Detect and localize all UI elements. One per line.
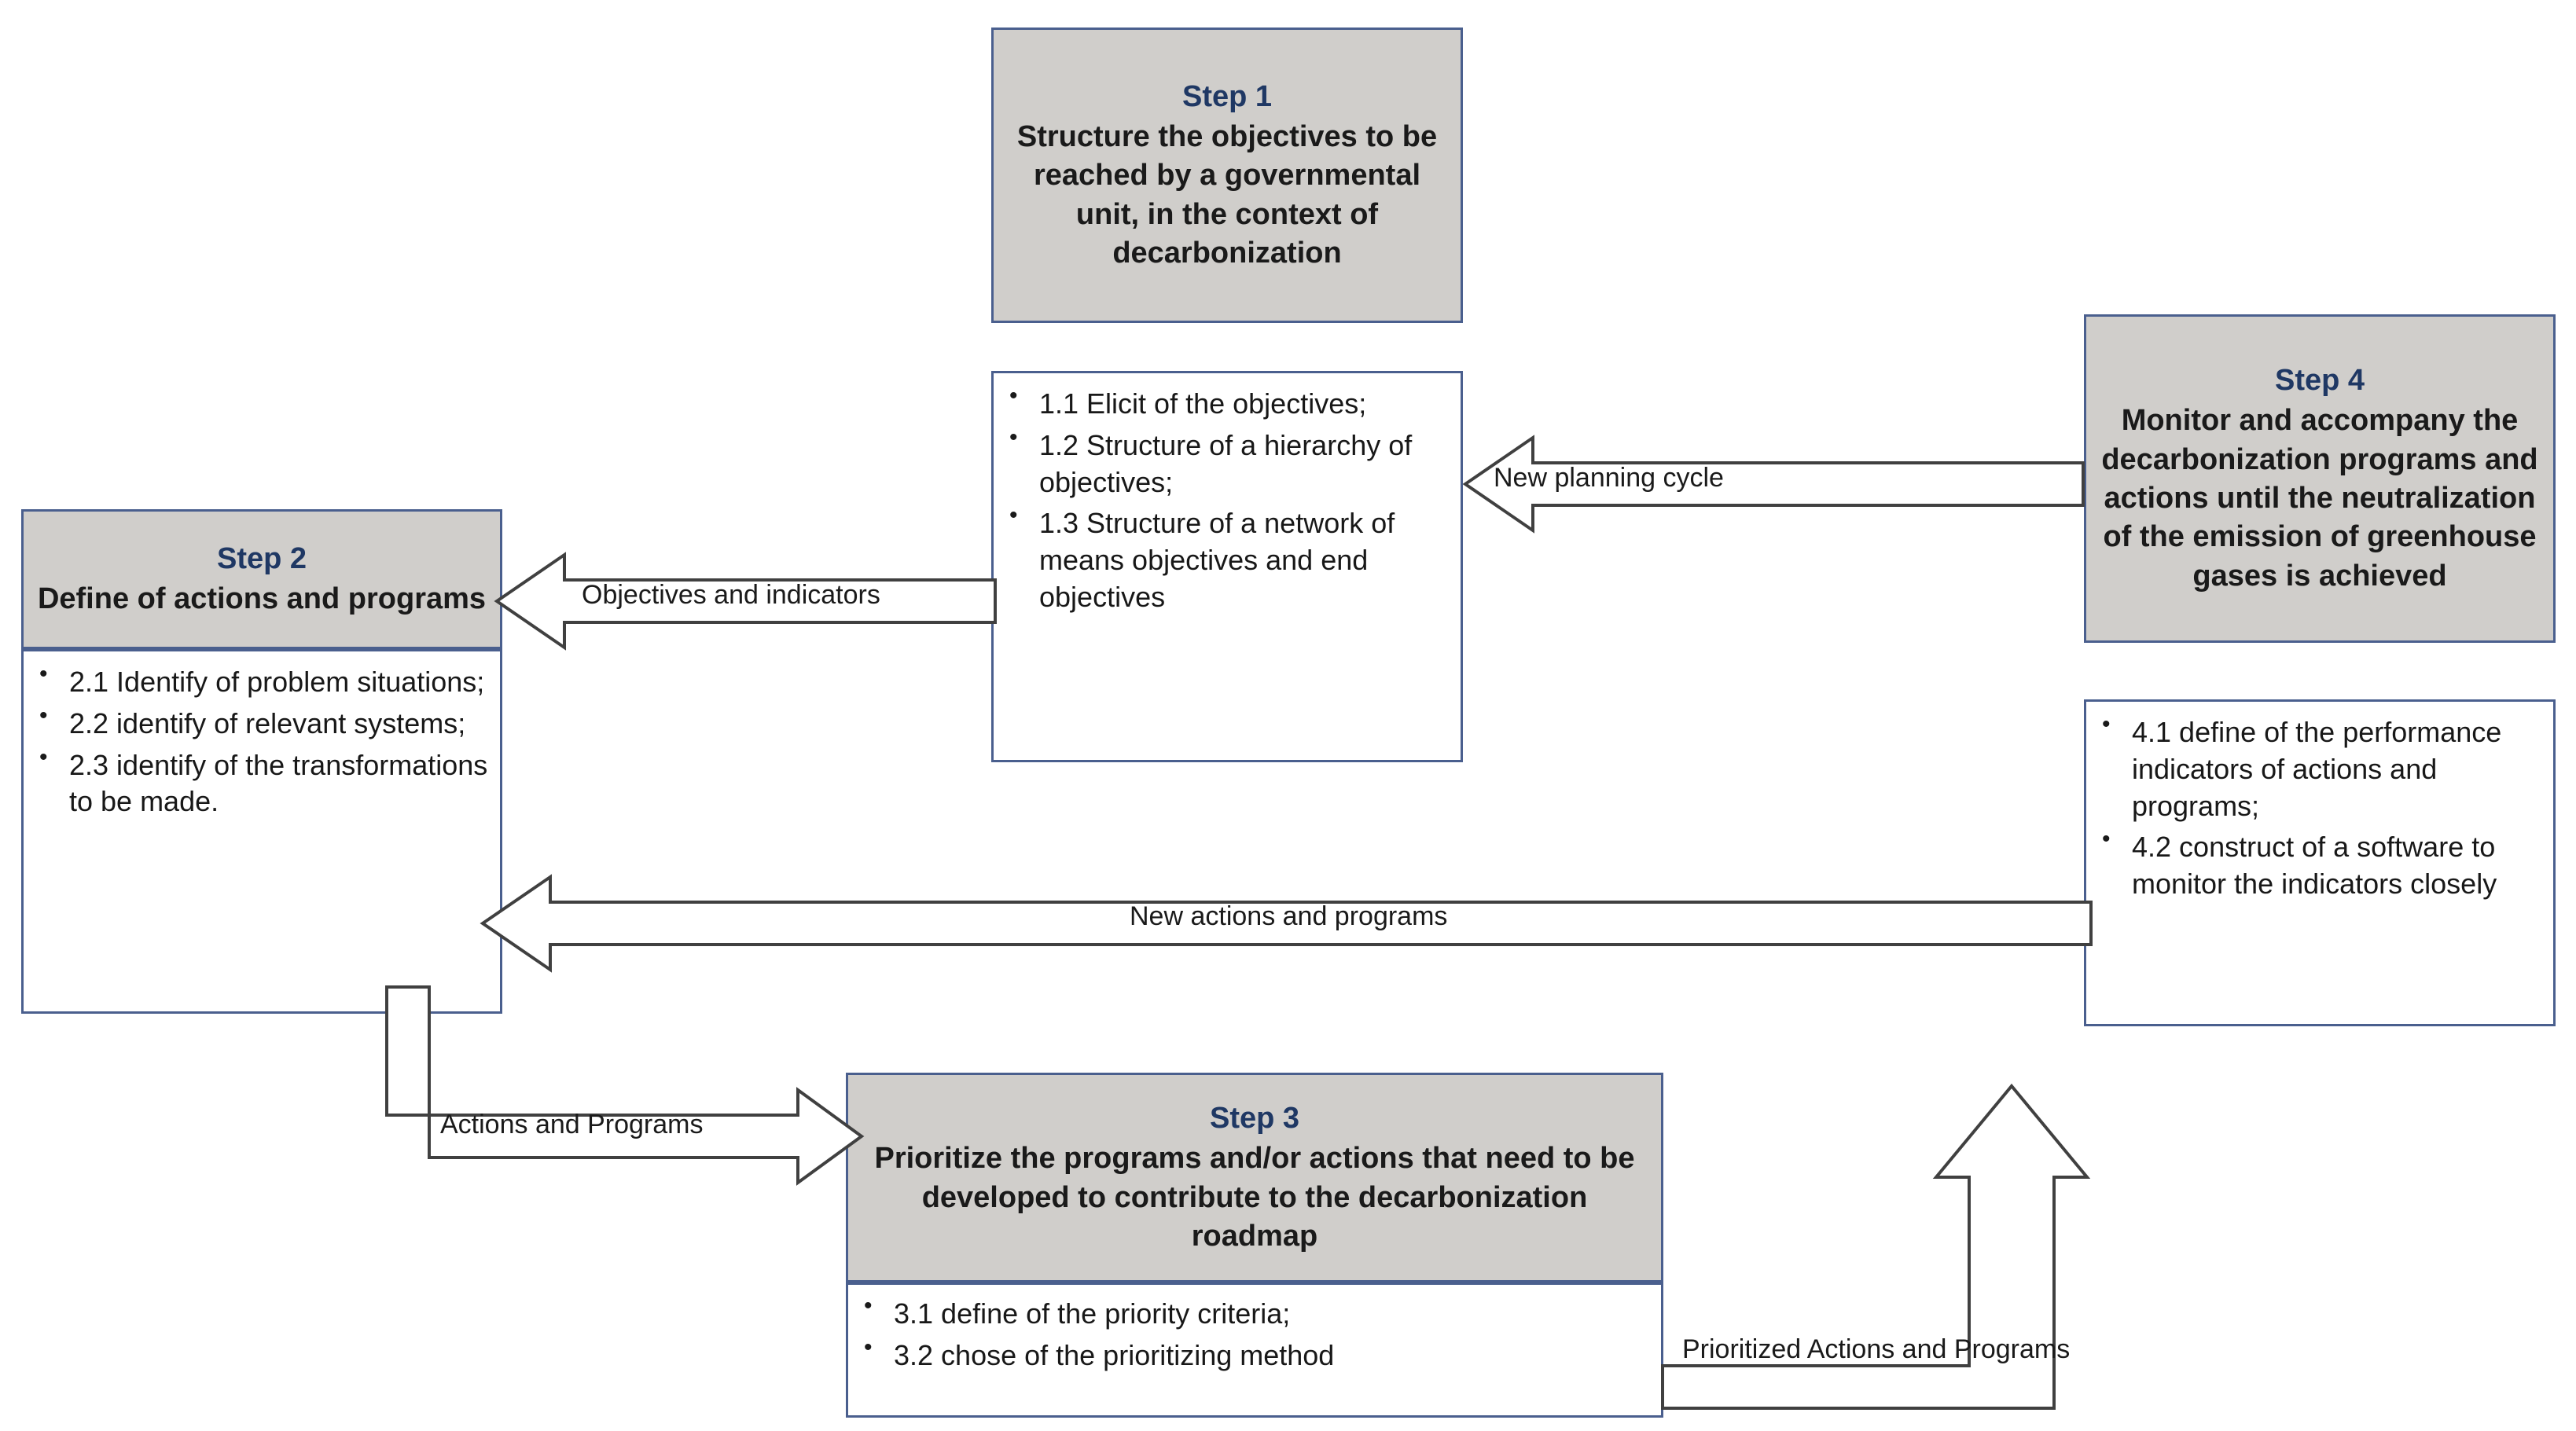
step3-label: Step 3 [1209,1101,1300,1135]
step2-title: Define of actions and programs [37,582,487,615]
step3-header-box: Step 3 Prioritize the programs and/or ac… [846,1073,1663,1282]
step1-label: Step 1 [1181,79,1273,113]
step2-header-box: Step 2 Define of actions and programs [21,509,502,649]
arrow-new-planning-cycle [1462,435,2085,534]
list-item: 1.1 Elicit of the objectives; [1003,384,1451,423]
step3-title: Prioritize the programs and/or actions t… [874,1142,1635,1253]
step1-header-box: Step 1 Structure the objectives to be re… [991,28,1463,323]
step1-title: Structure the objectives to be reached b… [1016,119,1438,270]
step2-label: Step 2 [216,541,307,575]
step3-body-box: 3.1 define of the priority criteria; 3.2… [846,1282,1663,1418]
list-item: 1.3 Structure of a network of means obje… [1003,504,1451,615]
arrow-new-actions-and-programs [480,874,2093,973]
step1-body-box: 1.1 Elicit of the objectives; 1.2 Struct… [991,371,1463,762]
step4-header-box: Step 4 Monitor and accompany the decarbo… [2084,314,2556,643]
list-item: 1.2 Structure of a hierarchy of objectiv… [1003,426,1451,501]
arrow-label-prioritized-actions-and-programs: Prioritized Actions and Programs [1682,1334,2071,1364]
arrow-objectives-and-indicators [494,552,997,651]
list-item: 2.1 Identify of problem situations; [33,662,491,701]
list-item: 2.3 identify of the transformations to b… [33,746,491,821]
step2-item-list: 2.1 Identify of problem situations; 2.2 … [33,662,491,821]
arrow-label-objectives-and-indicators: Objectives and indicators [582,580,880,610]
arrow-label-new-actions-and-programs: New actions and programs [1130,901,1448,931]
step2-body-box: 2.1 Identify of problem situations; 2.2 … [21,649,502,1014]
list-item: 4.2 construct of a software to monitor t… [2096,827,2544,903]
list-item: 2.2 identify of relevant systems; [33,704,491,743]
arrow-label-new-planning-cycle: New planning cycle [1494,463,1724,493]
list-item: 3.2 chose of the prioritizing method [858,1336,1652,1374]
step4-title: Monitor and accompany the decarbonizatio… [2101,404,2538,593]
step4-item-list: 4.1 define of the performance indicators… [2096,713,2544,903]
step1-item-list: 1.1 Elicit of the objectives; 1.2 Struct… [1003,384,1451,616]
step3-item-list: 3.1 define of the priority criteria; 3.2… [858,1294,1652,1374]
arrow-actions-and-programs [385,985,865,1186]
list-item: 3.1 define of the priority criteria; [858,1294,1652,1333]
arrow-prioritized-actions-and-programs [1661,1083,2091,1410]
list-item: 4.1 define of the performance indicators… [2096,713,2544,824]
arrow-label-actions-and-programs: Actions and Programs [440,1110,704,1139]
step4-label: Step 4 [2274,363,2365,397]
step4-body-box: 4.1 define of the performance indicators… [2084,699,2556,1026]
